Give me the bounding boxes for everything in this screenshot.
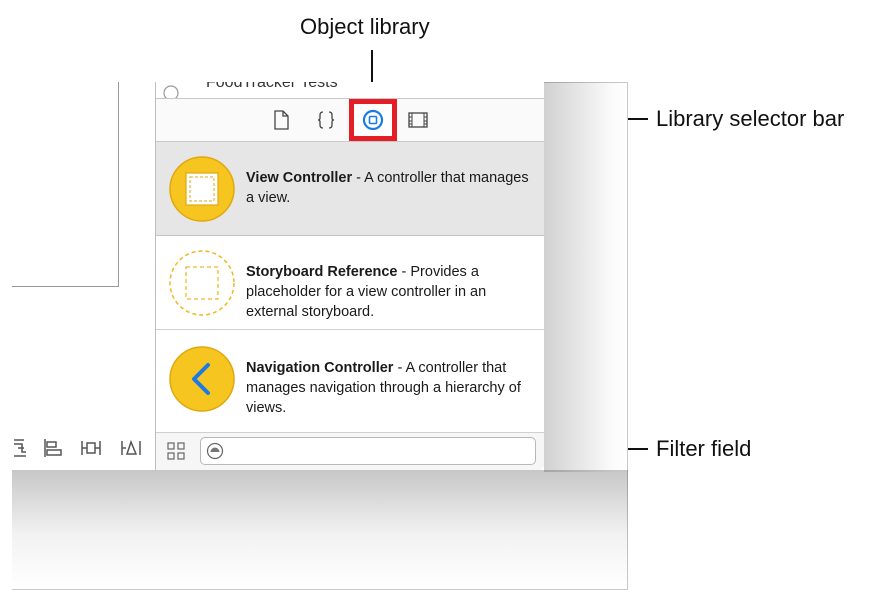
library-item-description: - A controller that manages a view. — [246, 170, 529, 206]
library-item-title: View Controller — [246, 170, 353, 186]
panel-shadow — [12, 470, 628, 588]
library-item-description: - Provides a placeholder for a view cont… — [246, 264, 487, 320]
filter-bar — [156, 432, 544, 470]
library-item-description: - A controller that manages navigation t… — [246, 360, 521, 416]
panel-shadow-right — [544, 82, 628, 472]
library-item-text: Navigation Controller - A controller tha… — [246, 358, 536, 418]
library-item-title: Navigation Controller — [246, 360, 394, 376]
object-library-callout: Object library — [300, 14, 430, 39]
pin-icon[interactable] — [80, 436, 102, 460]
library-item-view-controller[interactable]: View Controller - A controller that mana… — [156, 142, 544, 236]
library-selector-bar — [156, 98, 544, 142]
filter-field-callout: Filter field — [656, 436, 752, 461]
filter-icon — [206, 442, 224, 460]
view-controller-icon — [168, 155, 236, 223]
media-library-icon[interactable] — [403, 105, 433, 135]
object-library-highlight — [349, 99, 397, 141]
library-item-navigation-controller[interactable]: Navigation Controller - A controller tha… — [156, 332, 544, 426]
library-item-title: Storyboard Reference — [246, 264, 398, 280]
resolve-issues-icon[interactable] — [120, 436, 142, 460]
storyboard-reference-icon — [168, 249, 236, 317]
object-library-callout-line — [371, 50, 373, 98]
library-item-text: Storyboard Reference - Provides a placeh… — [246, 262, 536, 322]
stack-icon[interactable] — [12, 436, 34, 460]
utilities-library-panel: FoodTracker Tests View Controller - A co… — [155, 82, 544, 470]
cut-off-row: FoodTracker Tests — [156, 82, 544, 98]
align-icon[interactable] — [42, 436, 64, 460]
auto-layout-toolbar — [12, 436, 155, 464]
scene-outline — [12, 82, 119, 287]
library-selector-bar-callout: Library selector bar — [656, 106, 845, 131]
file-template-icon[interactable] — [266, 105, 296, 135]
cut-off-text: FoodTracker Tests — [206, 82, 338, 91]
filter-field[interactable] — [200, 437, 536, 465]
library-item-storyboard-reference[interactable]: Storyboard Reference - Provides a placeh… — [156, 236, 544, 330]
object-library-icon[interactable] — [358, 105, 388, 135]
code-snippet-icon[interactable] — [311, 105, 341, 135]
grid-view-icon[interactable] — [166, 441, 186, 461]
library-item-text: View Controller - A controller that mana… — [246, 168, 536, 208]
navigation-controller-icon — [168, 345, 236, 413]
cut-off-icon — [163, 85, 179, 98]
